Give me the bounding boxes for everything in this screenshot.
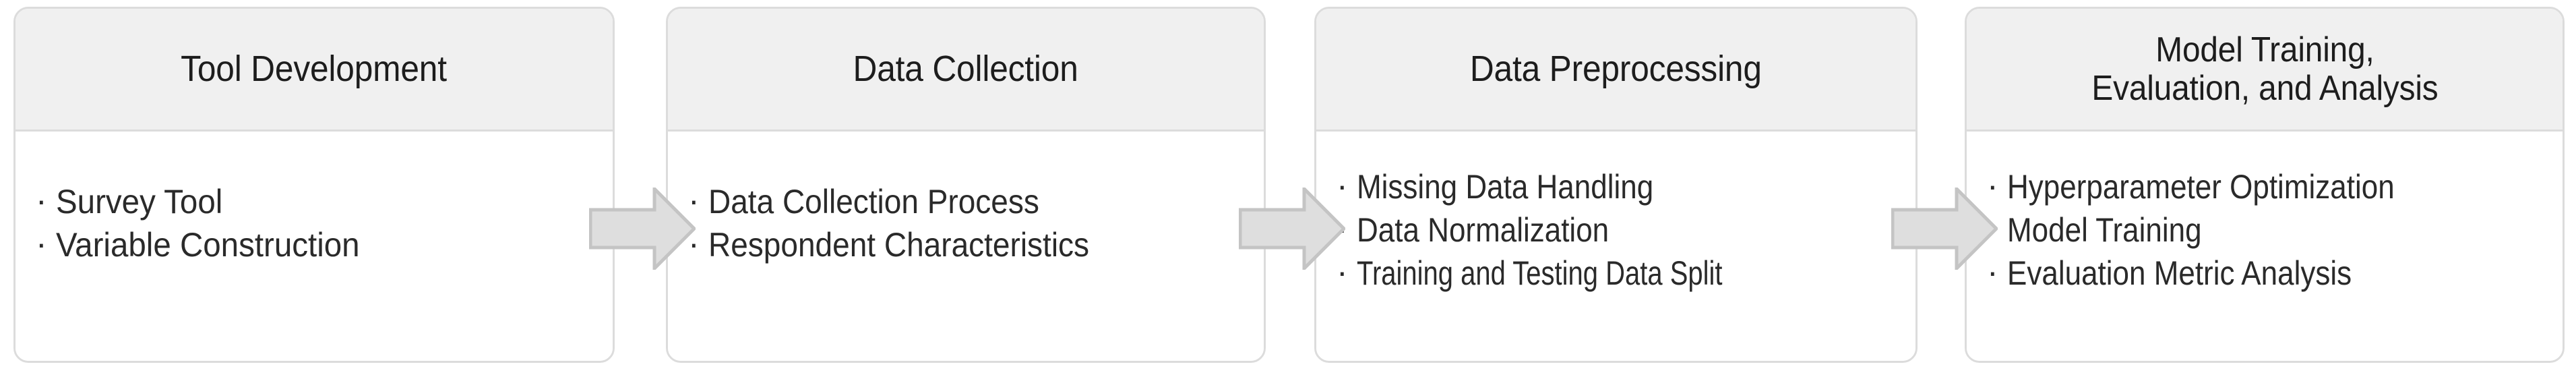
list-item: · Data Collection Process (688, 180, 1068, 223)
right-arrow-icon (589, 188, 696, 270)
list-item: · Missing Data Handling (1337, 165, 1694, 208)
stage-header-data-preprocessing: Data Preprocessing (1316, 9, 1915, 132)
bullet-dot-icon: · (1987, 253, 1998, 291)
right-arrow-icon (1239, 188, 1345, 270)
bullet-dot-icon: · (36, 181, 47, 219)
stage-body-model-training-evaluation-analysis: · Hyperparameter Optimization · Model Tr… (1967, 132, 2563, 361)
list-item-label: Model Training (2006, 211, 2202, 249)
stage-body-data-preprocessing: · Missing Data Handling · Data Normaliza… (1316, 132, 1915, 361)
list-item: · Hyperparameter Optimization (1987, 165, 2447, 208)
list-item-label: Hyperparameter Optimization (2006, 168, 2395, 206)
bullet-dot-icon: · (688, 181, 700, 219)
stage-body-tool-development: · Survey Tool · Variable Construction (16, 132, 613, 361)
list-item: · Respondent Characteristics (688, 223, 1122, 266)
connector-arrow-3 (1891, 188, 1998, 270)
stage-card-data-preprocessing[interactable]: Data Preprocessing · Missing Data Handli… (1314, 7, 1918, 363)
bullet-dot-icon: · (1987, 167, 1998, 204)
list-item: · Evaluation Metric Analysis (1987, 252, 2398, 295)
list-item-label: Missing Data Handling (1356, 168, 1653, 206)
stage-header-tool-development: Tool Development (16, 9, 613, 132)
list-item-label: Evaluation Metric Analysis (2006, 254, 2352, 292)
list-item: · Model Training (1987, 208, 2228, 252)
list-item: · Training and Testing Data Split (1337, 252, 1814, 295)
stage-header-data-collection: Data Collection (668, 9, 1264, 132)
stage-body-data-collection: · Data Collection Process · Respondent C… (668, 132, 1264, 361)
list-item-label: Data Normalization (1356, 211, 1609, 249)
stage-header-model-training-evaluation-analysis: Model Training, Evaluation, and Analysis (1967, 9, 2563, 132)
right-arrow-icon (1891, 188, 1998, 270)
stage-title: Model Training, Evaluation, and Analysis (2091, 30, 2439, 108)
stage-title: Data Collection (853, 49, 1079, 90)
bullet-dot-icon: · (1337, 167, 1348, 204)
stage-card-model-training-evaluation-analysis[interactable]: Model Training, Evaluation, and Analysis… (1965, 7, 2565, 363)
list-item-label: Variable Construction (55, 226, 360, 264)
list-item-label: Survey Tool (55, 183, 222, 221)
list-item-label: Data Collection Process (708, 183, 1039, 221)
stage-card-data-collection[interactable]: Data Collection · Data Collection Proces… (666, 7, 1266, 363)
bullet-dot-icon: · (36, 225, 47, 262)
list-item-label: Training and Testing Data Split (1356, 254, 1723, 292)
stage-card-tool-development[interactable]: Tool Development · Survey Tool · Variabl… (13, 7, 615, 363)
stage-title: Tool Development (181, 49, 448, 90)
list-item: · Data Normalization (1337, 208, 1643, 252)
list-item-label: Respondent Characteristics (708, 226, 1089, 264)
bullet-dot-icon: · (1337, 253, 1348, 291)
stage-title: Data Preprocessing (1469, 49, 1762, 90)
list-item: · Survey Tool (36, 180, 231, 223)
connector-arrow-2 (1239, 188, 1345, 270)
list-item: · Variable Construction (36, 223, 375, 266)
connector-arrow-1 (589, 188, 696, 270)
bullet-dot-icon: · (688, 225, 700, 262)
